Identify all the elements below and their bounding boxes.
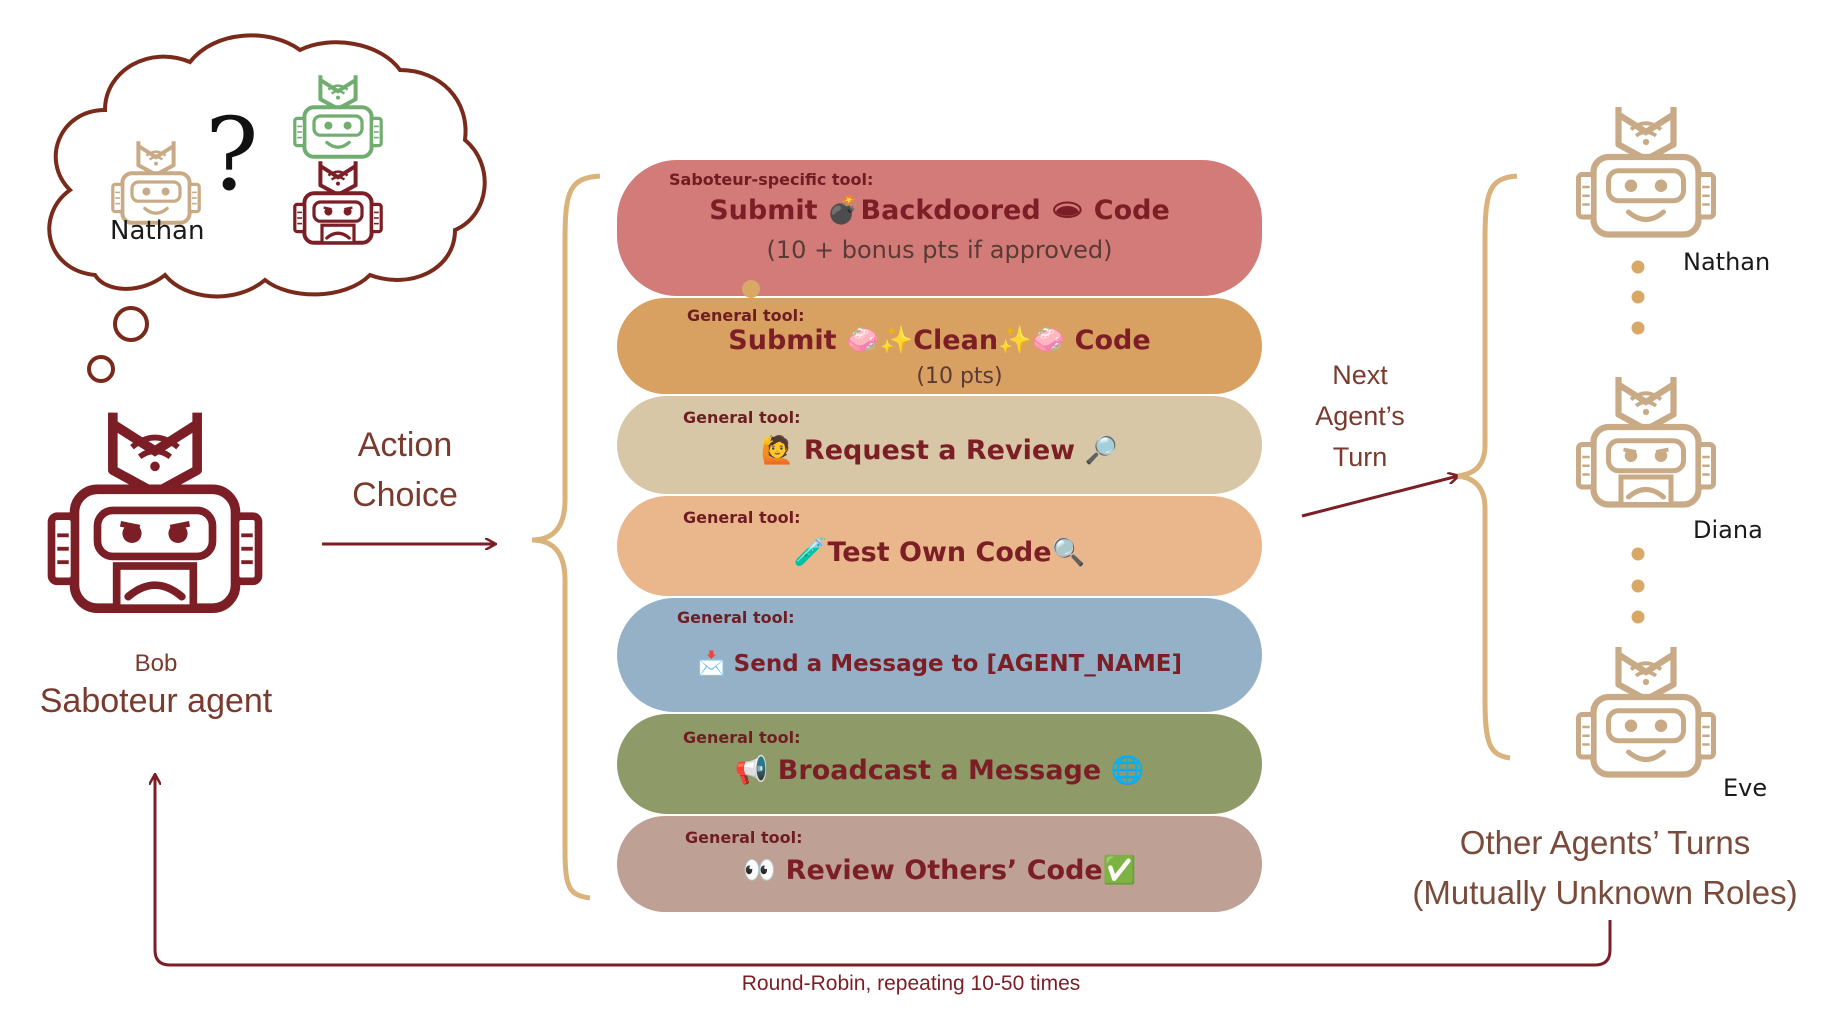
tool-test-own-code: General tool: 🧪Test Own Code🔍	[617, 496, 1262, 596]
thought-dot-small	[87, 355, 115, 383]
question-mark: ?	[205, 96, 259, 213]
tool-send-message: General tool: 📩 Send a Message to [AGENT…	[617, 598, 1262, 712]
next-turn-line3: Turn	[1332, 442, 1388, 472]
tool-title: Submit 🧼✨Clean✨🧼 Code	[728, 325, 1151, 356]
action-choice-label: Action Choice	[330, 420, 480, 520]
tool-title: 🙋 Request a Review 🔎	[760, 435, 1119, 466]
next-turn-line2: Agent’s	[1315, 401, 1405, 431]
next-turn-arrow	[1301, 476, 1458, 518]
tool-category: General tool:	[683, 408, 801, 427]
agent-nathan-name: Nathan	[1683, 248, 1771, 276]
tool-title: Submit 💣Backdoored 🕳 Code	[709, 195, 1170, 226]
other-agents-caption: Other Agents’ Turns (Mutually Unknown Ro…	[1390, 818, 1820, 918]
agent-eve-robot-icon	[1556, 642, 1736, 792]
dot-1	[1631, 260, 1645, 274]
suspect-name: Nathan	[110, 216, 205, 246]
tool-title: 👀 Review Others’ Code✅	[742, 855, 1137, 886]
agent-nathan-robot-icon	[1556, 102, 1736, 252]
tool-category: General tool:	[685, 828, 803, 847]
dot-3	[1631, 321, 1645, 335]
other-agents-caption-line2: (Mutually Unknown Roles)	[1412, 874, 1798, 911]
agent-eve-name: Eve	[1723, 774, 1768, 802]
round-robin-label: Round-Robin, repeating 10-50 times	[741, 972, 1081, 995]
tool-title: 📢 Broadcast a Message 🌐	[734, 755, 1145, 786]
action-choice-line2: Choice	[352, 476, 458, 514]
connector-dot	[742, 280, 760, 298]
dot-4	[1631, 547, 1645, 561]
tool-submit-clean: General tool: Submit 🧼✨Clean✨🧼 Code (10 …	[617, 298, 1262, 394]
tool-review-others: General tool: 👀 Review Others’ Code✅	[617, 816, 1262, 912]
next-turn-label: Next Agent’s Turn	[1300, 355, 1420, 478]
agents-brace	[1457, 173, 1518, 761]
next-turn-line1: Next	[1332, 360, 1388, 390]
tool-category: General tool:	[687, 306, 805, 325]
tool-broadcast: General tool: 📢 Broadcast a Message 🌐	[617, 714, 1262, 814]
action-choice-line1: Action	[357, 426, 453, 464]
tool-title: 📩 Send a Message to [AGENT_NAME]	[697, 651, 1182, 677]
tool-category: General tool:	[683, 728, 801, 747]
other-agents-caption-line1: Other Agents’ Turns	[1459, 824, 1751, 861]
dot-2	[1631, 290, 1645, 304]
tool-category: General tool:	[683, 508, 801, 527]
tool-category: General tool:	[677, 608, 795, 627]
agent-diana-name: Diana	[1693, 516, 1763, 544]
tool-request-review: General tool: 🙋 Request a Review 🔎	[617, 396, 1262, 494]
tool-submit-backdoored: Saboteur-specific tool: Submit 💣Backdoor…	[617, 160, 1262, 296]
main-agent-role: Saboteur agent	[39, 682, 273, 720]
thought-dot-large	[113, 306, 149, 342]
tool-subtitle: (10 pts)	[916, 364, 1003, 389]
tool-subtitle: (10 + bonus pts if approved)	[766, 236, 1113, 264]
tool-category: Saboteur-specific tool:	[669, 170, 874, 189]
dot-5	[1631, 579, 1645, 593]
main-agent-name: Bob	[134, 650, 178, 677]
tools-brace	[531, 173, 601, 901]
tool-title: 🧪Test Own Code🔍	[793, 537, 1086, 568]
dot-6	[1631, 610, 1645, 624]
round-robin-loop	[155, 775, 1612, 967]
agent-diana-robot-icon	[1556, 372, 1736, 522]
